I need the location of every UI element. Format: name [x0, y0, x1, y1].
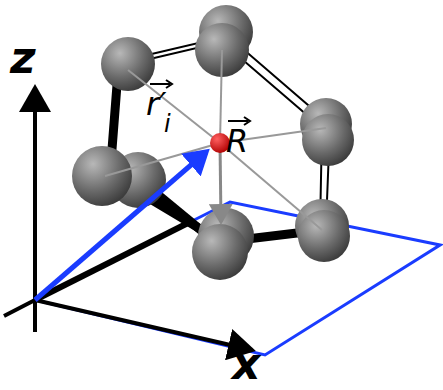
x-axis	[35, 300, 252, 350]
subscript-label: i	[164, 112, 171, 136]
atom-spheres	[72, 5, 354, 280]
axis-label: z	[10, 36, 36, 80]
r-center-vector	[35, 152, 206, 300]
r-vector	[220, 143, 221, 222]
y-axis	[4, 300, 35, 316]
z-axis	[33, 88, 37, 332]
vector-label: r′	[146, 88, 166, 120]
vector-label: R	[226, 125, 248, 157]
axis-label: x	[232, 342, 260, 386]
blue-plane	[35, 202, 440, 355]
position-lines	[105, 50, 326, 230]
